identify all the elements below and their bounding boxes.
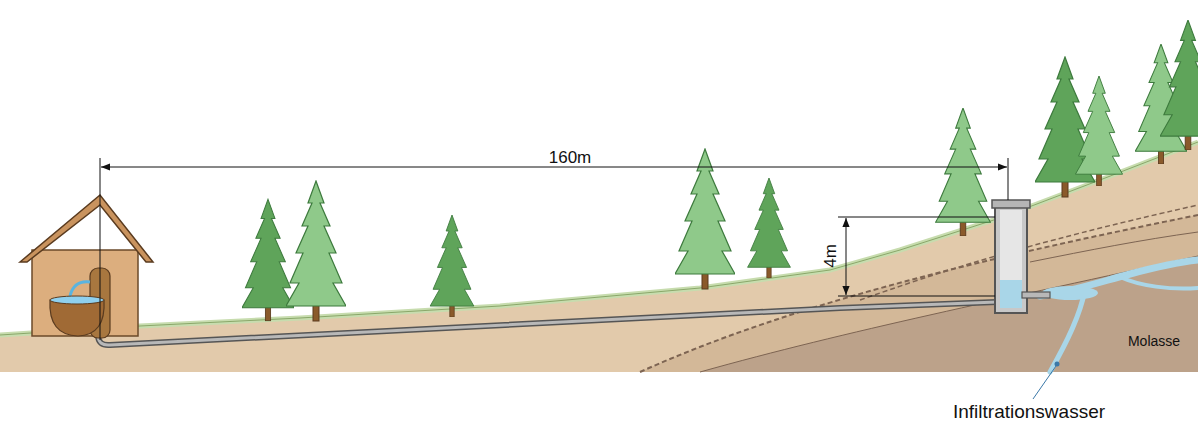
pipe [98,282,997,345]
dimension-label: 4m [822,244,841,268]
ground-surface [0,142,1198,335]
extension-line [100,158,101,340]
leader-dot [1055,362,1060,367]
layer-label: Molasse [1128,334,1180,349]
house-roof [20,195,153,262]
grass-strip [0,142,1198,335]
extension-line [838,296,995,297]
chamber-cap [992,200,1030,208]
trees [242,20,1198,321]
leader-line [1033,366,1056,399]
extension-line [838,217,995,218]
inlet-pipe [1022,292,1050,298]
chamber-inside [1000,210,1022,308]
infiltration-stream [1050,290,1085,372]
chamber-water [1000,280,1022,308]
layer-line [1030,232,1198,262]
pipe [98,282,997,345]
ground [0,142,1198,372]
house-wall [32,250,138,336]
dimension-line [846,218,847,295]
water-jet [70,282,90,296]
extension-line [1008,158,1009,200]
water-vein [1120,277,1198,289]
trough-water [50,296,104,304]
dimension-label: 160m [549,149,592,168]
fountain-trough [50,300,104,336]
layer-line [860,205,1198,300]
callout-label: Infiltrationswasser [953,402,1105,423]
